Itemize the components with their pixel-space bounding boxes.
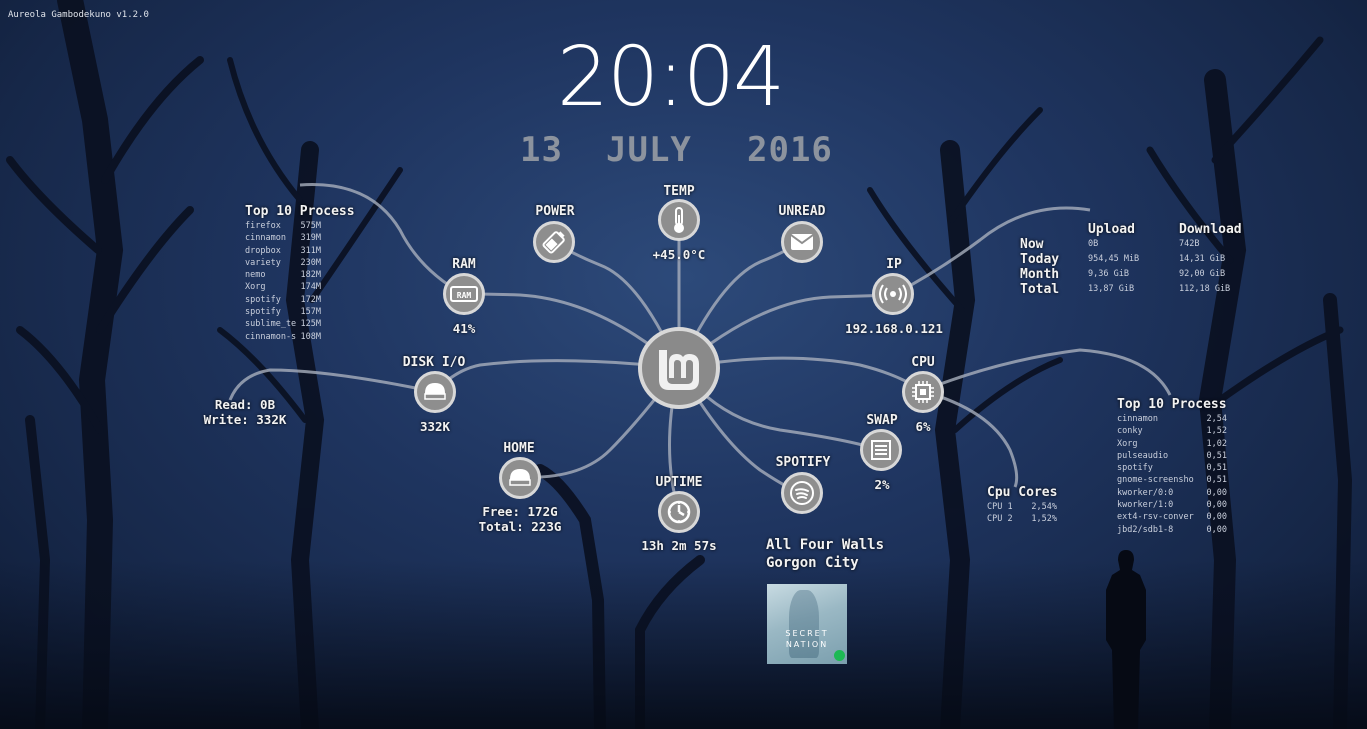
cpu-value: 6% <box>915 419 931 434</box>
swap-value: 2% <box>874 477 890 492</box>
wireless-icon <box>872 273 914 315</box>
mem-process-title: Top 10 Process <box>245 204 355 219</box>
thermometer-icon <box>658 199 700 241</box>
disk-icon <box>499 457 541 499</box>
disk-read: Read: 0B <box>214 397 276 412</box>
album-art: SECRET NATION <box>767 584 847 664</box>
cpu-cores-title: Cpu Cores <box>987 485 1058 500</box>
temp-value: +45.0°C <box>652 247 706 262</box>
table-row: Month 9,36 GiB 92,00 GiB <box>1020 267 1226 282</box>
swap-icon <box>860 429 902 471</box>
clock-day: 13 <box>520 130 563 170</box>
cpu-process-title: Top 10 Process <box>1117 397 1227 412</box>
home-free: Free: 172G <box>482 504 558 519</box>
download-header: Download <box>1179 222 1242 237</box>
spotify-badge-icon <box>834 650 845 661</box>
disk-icon <box>414 371 456 413</box>
battery-icon <box>533 221 575 263</box>
uptime-label: UPTIME <box>655 475 703 490</box>
upload-header: Upload <box>1088 222 1135 237</box>
clock-year: 2016 <box>747 130 833 170</box>
disk-io-label: DISK I/O <box>402 355 466 370</box>
disk-write: Write: 332K <box>203 412 287 427</box>
mail-icon <box>781 221 823 263</box>
spotify-label: SPOTIFY <box>775 455 831 470</box>
chip-icon <box>902 371 944 413</box>
swap-label: SWAP <box>866 413 898 428</box>
ip-value: 192.168.0.121 <box>845 321 943 336</box>
home-label: HOME <box>503 441 535 456</box>
album-text-2: NATION <box>785 640 829 649</box>
network-table: Now 0B 742B Today 954,45 MiB 14,31 GiB M… <box>1020 237 1230 297</box>
ip-label: IP <box>886 257 902 272</box>
power-label: POWER <box>535 204 575 219</box>
table-row: Total 13,87 GiB 112,18 GiB <box>1020 282 1231 297</box>
cpu-label: CPU <box>911 355 935 370</box>
temp-label: TEMP <box>663 184 695 199</box>
spotify-artist: Gorgon City <box>766 555 859 571</box>
ram-value: 41% <box>452 321 476 336</box>
clock-icon <box>658 491 700 533</box>
disk-io-value: 332K <box>419 419 451 434</box>
linux-mint-logo <box>638 327 720 409</box>
table-row: Today 954,45 MiB 14,31 GiB <box>1020 252 1226 267</box>
app-title: Aureola Gambodekuno v1.2.0 <box>8 10 149 20</box>
unread-label: UNREAD <box>778 204 826 219</box>
album-text-1: SECRET <box>785 629 829 638</box>
uptime-value: 13h 2m 57s <box>641 538 717 553</box>
spotify-track: All Four Walls <box>766 537 885 553</box>
table-row: Now 0B 742B <box>1020 237 1200 252</box>
ram-label: RAM <box>452 257 476 272</box>
home-total: Total: 223G <box>478 519 562 534</box>
standing-figure <box>1106 550 1146 729</box>
clock-month: JULY <box>606 130 692 170</box>
spotify-icon <box>781 472 823 514</box>
clock-time: 20:04 <box>556 30 785 125</box>
ram-icon: RAM <box>443 273 485 315</box>
svg-text:RAM: RAM <box>457 291 472 300</box>
